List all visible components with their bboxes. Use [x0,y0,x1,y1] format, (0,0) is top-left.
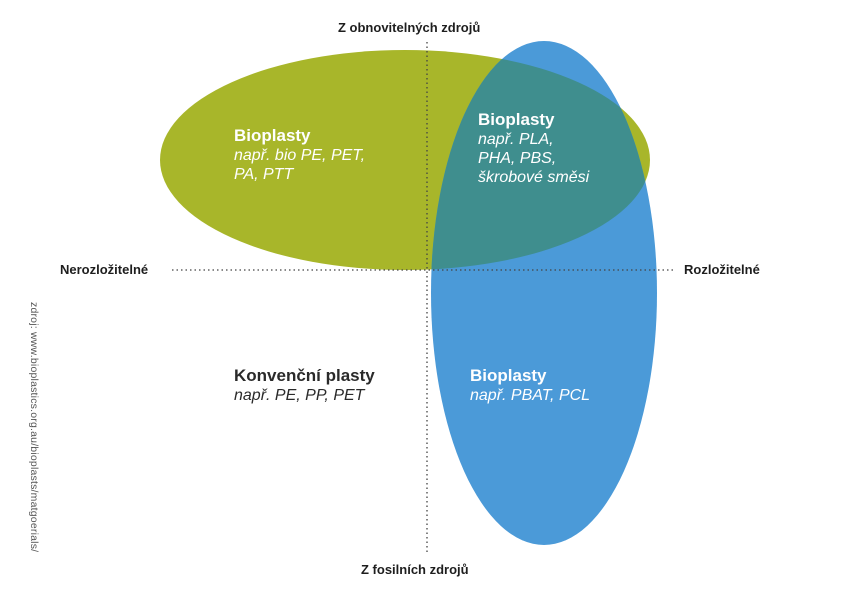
quadrant-line: např. PE, PP, PET [234,387,365,404]
quadrant-top-right: Bioplasty např. PLA, PHA, PBS, škrobové … [478,110,589,187]
axis-label-top: Z obnovitelných zdrojů [338,20,481,35]
quadrant-bottom-right: Bioplasty např. PBAT, PCL [470,366,590,405]
quadrant-line: škrobové směsi [478,169,590,186]
quadrant-top-left: Bioplasty např. bio PE, PET, PA, PTT [234,126,365,184]
quadrant-bottom-left: Konvenční plasty např. PE, PP, PET [234,366,375,405]
quadrant-line: PA, PTT [234,166,294,183]
quadrant-line: PHA, PBS, [478,150,557,167]
quadrant-title: Bioplasty [478,110,555,129]
overlap-region [431,50,650,270]
quadrant-line: např. PBAT, PCL [470,387,591,404]
axis-label-right: Rozložitelné [684,262,760,277]
quadrant-line: např. PLA, [478,131,554,148]
axis-label-left: Nerozložitelné [60,262,149,277]
source-note: zdroj: www.bioplastics.org.au/bioplasts/… [28,302,40,553]
quadrant-title: Konvenční plasty [234,366,375,385]
quadrant-line: např. bio PE, PET, [234,147,366,164]
axis-label-bottom: Z fosilních zdrojů [361,562,469,577]
quadrant-title: Bioplasty [234,126,311,145]
quadrant-title: Bioplasty [470,366,547,385]
